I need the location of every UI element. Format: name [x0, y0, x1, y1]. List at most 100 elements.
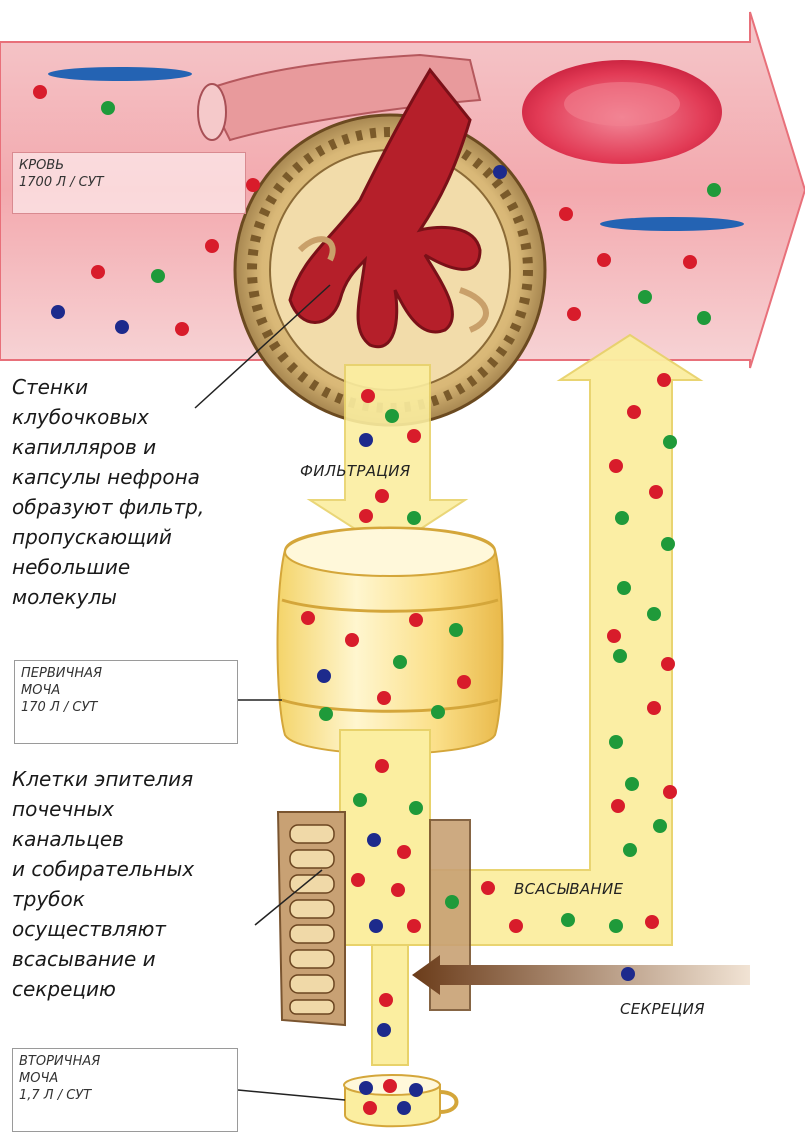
red-particle: [611, 799, 625, 813]
green-particle: [663, 435, 677, 449]
green-particle: [151, 269, 165, 283]
green-particle: [353, 793, 367, 807]
blue-particle: [367, 833, 381, 847]
filter-desc-line: капилляров и: [12, 432, 282, 462]
red-particle: [375, 489, 389, 503]
red-particle: [607, 629, 621, 643]
red-blood-cell: [522, 60, 722, 164]
blue-particle: [359, 433, 373, 447]
epithelium-desc-line: почечных: [12, 794, 282, 824]
green-particle: [431, 705, 445, 719]
secondary-urine-line2: МОЧА: [19, 1070, 231, 1087]
barrel-primary-urine: [278, 528, 503, 754]
primary-urine-line3: 170 Л / СУТ: [21, 699, 231, 716]
green-particle: [393, 655, 407, 669]
filter-desc-line: Стенки: [12, 372, 282, 402]
green-particle: [385, 409, 399, 423]
filter-desc-line: небольшие: [12, 552, 282, 582]
green-particle: [609, 735, 623, 749]
epithelium-desc-line: секрецию: [12, 974, 282, 1004]
tubule-column: [340, 730, 430, 1065]
filter-desc-line: пропускающий: [12, 522, 282, 552]
red-particle: [627, 405, 641, 419]
red-particle: [391, 883, 405, 897]
green-particle: [449, 623, 463, 637]
red-particle: [567, 307, 581, 321]
red-particle: [361, 389, 375, 403]
blue-particle: [493, 165, 507, 179]
secondary-urine-line1: ВТОРИЧНАЯ: [19, 1053, 231, 1070]
green-particle: [625, 777, 639, 791]
red-particle: [661, 657, 675, 671]
green-particle: [407, 511, 421, 525]
red-particle: [657, 373, 671, 387]
filter-desc-line: клубочковых: [12, 402, 282, 432]
green-particle: [661, 537, 675, 551]
red-particle: [683, 255, 697, 269]
filtration-label: ФИЛЬТРАЦИЯ: [300, 462, 410, 480]
red-particle: [663, 785, 677, 799]
red-particle: [409, 613, 423, 627]
green-particle: [638, 290, 652, 304]
primary-urine-line1: ПЕРВИЧНАЯ: [21, 665, 231, 682]
green-particle: [623, 843, 637, 857]
red-particle: [345, 633, 359, 647]
red-particle: [377, 691, 391, 705]
blue-particle: [51, 305, 65, 319]
red-particle: [363, 1101, 377, 1115]
red-particle: [457, 675, 471, 689]
blue-particle: [115, 320, 129, 334]
epithelium-desc-line: канальцев: [12, 824, 282, 854]
secretion-label: СЕКРЕЦИЯ: [620, 1000, 705, 1018]
red-particle: [509, 919, 523, 933]
blood-label-line1: КРОВЬ: [19, 157, 239, 174]
cup-secondary-urine: [344, 1075, 457, 1126]
red-particle: [379, 993, 393, 1007]
red-particle: [91, 265, 105, 279]
blue-particle: [397, 1101, 411, 1115]
green-particle: [647, 607, 661, 621]
red-particle: [649, 485, 663, 499]
blood-label: КРОВЬ 1700 Л / СУТ: [12, 152, 246, 214]
filter-desc-line: капсулы нефрона: [12, 462, 282, 492]
red-particle: [407, 429, 421, 443]
secondary-urine-line3: 1,7 Л / СУТ: [19, 1087, 231, 1104]
green-particle: [319, 707, 333, 721]
green-particle: [101, 101, 115, 115]
primary-urine-label: ПЕРВИЧНАЯ МОЧА 170 Л / СУТ: [14, 660, 238, 744]
green-particle: [707, 183, 721, 197]
epithelium-description: Клетки эпителия почечных канальцев и соб…: [12, 764, 282, 1004]
blue-particle: [621, 967, 635, 981]
epithelium-desc-line: Клетки эпителия: [12, 764, 282, 794]
epithelium-desc-line: всасывание и: [12, 944, 282, 974]
epithelium-desc-line: и собирательных: [12, 854, 282, 884]
absorption-label: ВСАСЫВАНИЕ: [514, 880, 623, 898]
red-particle: [597, 253, 611, 267]
filter-desc-line: молекулы: [12, 582, 282, 612]
green-particle: [697, 311, 711, 325]
green-particle: [615, 511, 629, 525]
blue-particle: [377, 1023, 391, 1037]
red-particle: [33, 85, 47, 99]
blue-particle: [359, 1081, 373, 1095]
red-particle: [647, 701, 661, 715]
red-particle: [246, 178, 260, 192]
green-particle: [613, 649, 627, 663]
green-particle: [617, 581, 631, 595]
green-particle: [561, 913, 575, 927]
green-particle: [609, 919, 623, 933]
secondary-urine-label: ВТОРИЧНАЯ МОЧА 1,7 Л / СУТ: [12, 1048, 238, 1132]
red-particle: [407, 919, 421, 933]
red-particle: [175, 322, 189, 336]
red-particle: [375, 759, 389, 773]
red-particle: [301, 611, 315, 625]
red-particle: [645, 915, 659, 929]
green-particle: [445, 895, 459, 909]
red-particle: [205, 239, 219, 253]
red-particle: [559, 207, 573, 221]
filter-description: Стенки клубочковых капилляров и капсулы …: [12, 372, 282, 612]
red-particle: [359, 509, 373, 523]
green-particle: [409, 801, 423, 815]
red-particle: [351, 873, 365, 887]
blue-particle: [409, 1083, 423, 1097]
